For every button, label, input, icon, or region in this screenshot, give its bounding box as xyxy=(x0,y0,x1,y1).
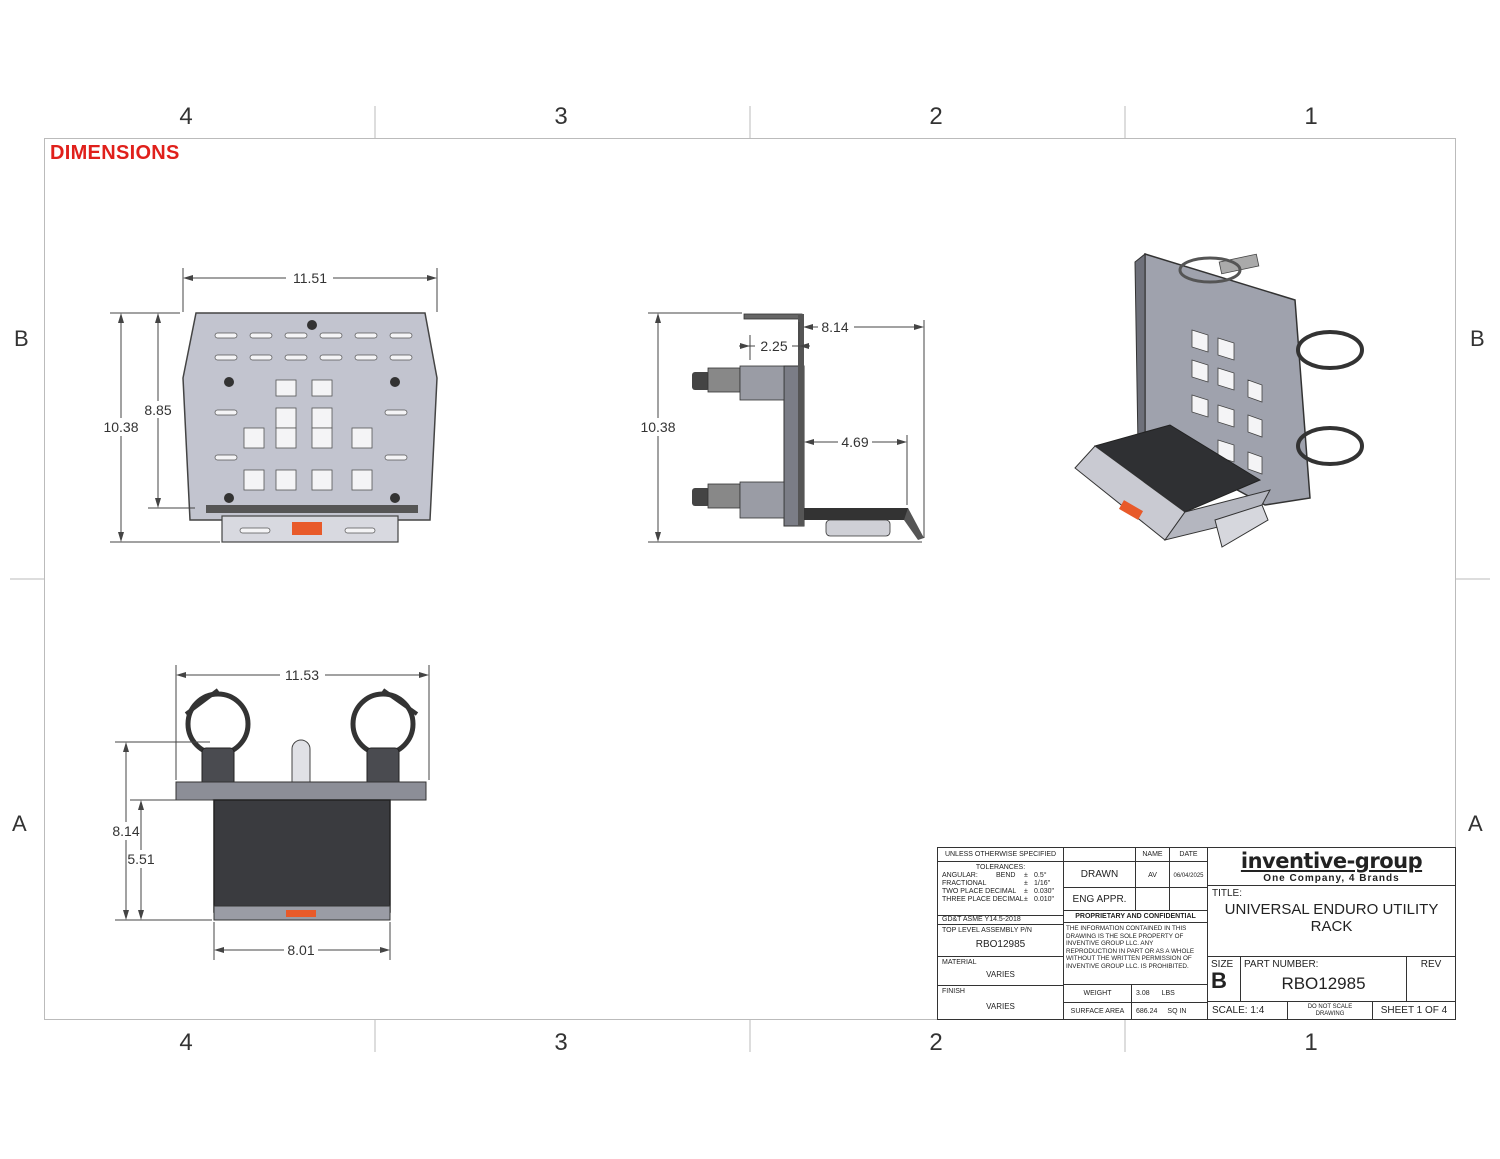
zone-b-right: B xyxy=(1470,326,1485,351)
top-depth-total-dim: 8.14 xyxy=(112,823,139,839)
zone-3-bottom: 3 xyxy=(554,1029,568,1056)
weight-value: 3.08 xyxy=(1136,990,1150,997)
weight-unit: LBS xyxy=(1161,990,1175,997)
surface-box: 686.24 SQ IN xyxy=(1131,1002,1208,1020)
drawn-date: 06/04/2025 xyxy=(1169,861,1208,888)
surface-label: SURFACE AREA xyxy=(1063,1002,1132,1020)
front-width-dim: 11.51 xyxy=(293,270,327,286)
top-width-dim: 11.53 xyxy=(285,667,319,683)
isometric-view xyxy=(1074,252,1364,548)
tolerances-label: TOLERANCES: xyxy=(975,864,1026,871)
front-view xyxy=(182,312,438,543)
part-number-box: PART NUMBER: RBO12985 xyxy=(1240,956,1407,1002)
name-header: NAME xyxy=(1135,847,1170,862)
surface-unit: SQ IN xyxy=(1167,1008,1187,1015)
material-label: MATERIAL xyxy=(942,959,977,966)
side-height-dim: 10.38 xyxy=(640,419,675,435)
material-box: MATERIAL VARIES xyxy=(937,956,1064,986)
zone-4-top: 4 xyxy=(179,103,193,130)
front-height-total-dim: 10.38 xyxy=(103,419,138,435)
side-offset-dim: 2.25 xyxy=(760,338,787,354)
zone-2-top: 2 xyxy=(929,103,943,130)
drawn-label: DRAWN xyxy=(1063,861,1136,888)
material-value: VARIES xyxy=(986,970,1015,979)
drawing-title: UNIVERSAL ENDURO UTILITY RACK xyxy=(1224,901,1439,935)
company-name: inventive-group xyxy=(1240,849,1423,873)
top-depth-inner-dim: 5.51 xyxy=(127,851,154,867)
zone-a-left: A xyxy=(12,811,27,836)
company-tagline: One Company, 4 Brands xyxy=(1263,873,1400,884)
scale: SCALE: 1:4 xyxy=(1207,1001,1288,1020)
eng-appr-label: ENG APPR. xyxy=(1063,887,1136,911)
title-box: TITLE: UNIVERSAL ENDURO UTILITY RACK xyxy=(1207,885,1456,957)
size-label: SIZE xyxy=(1211,959,1234,970)
top-level-value: RBO12985 xyxy=(975,939,1026,950)
date-header: DATE xyxy=(1169,847,1208,862)
finish-value: VARIES xyxy=(986,1002,1015,1011)
rev-label: REV xyxy=(1406,956,1456,1002)
top-shelf-width-dim: 8.01 xyxy=(287,942,314,958)
sheet-number: SHEET 1 OF 4 xyxy=(1372,1001,1456,1020)
side-shelf-dim: 4.69 xyxy=(841,434,868,450)
tolerance-row: FRACTIONAL±1/16" xyxy=(942,880,1051,887)
drawn-name: AV xyxy=(1135,861,1170,888)
title-label: TITLE: xyxy=(1212,888,1243,899)
zone-1-bottom: 1 xyxy=(1304,1029,1318,1056)
side-view xyxy=(692,313,924,540)
part-number-label: PART NUMBER: xyxy=(1244,959,1319,970)
finish-box: FINISH VARIES xyxy=(937,985,1064,1020)
top-level-box: TOP LEVEL ASSEMBLY P/N RBO12985 xyxy=(937,924,1064,957)
tolerance-row: THREE PLACE DECIMAL±0.010" xyxy=(942,896,1055,903)
zone-4-bottom: 4 xyxy=(179,1029,193,1056)
proprietary-text: THE INFORMATION CONTAINED IN THIS DRAWIN… xyxy=(1063,922,1208,985)
tolerance-row: TWO PLACE DECIMAL±0.030" xyxy=(942,888,1055,895)
title-block: UNLESS OTHERWISE SPECIFIED TOLERANCES: A… xyxy=(937,847,1456,1020)
weight-label: WEIGHT xyxy=(1063,984,1132,1003)
tolerances-box: TOLERANCES: ANGULAR:BEND±0.5° FRACTIONAL… xyxy=(937,861,1064,916)
tolerance-row: ANGULAR:BEND±0.5° xyxy=(942,872,1047,879)
top-view xyxy=(175,688,427,921)
top-level-label: TOP LEVEL ASSEMBLY P/N xyxy=(942,927,1032,934)
zone-3-top: 3 xyxy=(554,103,568,130)
unless-specified: UNLESS OTHERWISE SPECIFIED xyxy=(937,847,1064,862)
front-height-inner-dim: 8.85 xyxy=(144,402,171,418)
zone-1-top: 1 xyxy=(1304,103,1318,130)
weight-box: 3.08 LBS xyxy=(1131,984,1208,1003)
side-depth-dim: 8.14 xyxy=(821,319,848,335)
do-not-scale: DO NOT SCALE DRAWING xyxy=(1287,1001,1373,1020)
drawing-frame xyxy=(44,138,1456,1020)
size-value: B xyxy=(1211,968,1227,993)
finish-label: FINISH xyxy=(942,988,965,995)
zone-2-bottom: 2 xyxy=(929,1029,943,1056)
surface-value: 686.24 xyxy=(1136,1008,1158,1015)
section-title: DIMENSIONS xyxy=(50,142,180,164)
size-box: SIZE B xyxy=(1207,956,1241,1002)
part-number-value: RBO12985 xyxy=(1281,974,1366,993)
zone-a-right: A xyxy=(1468,811,1483,836)
company-logo: inventive-group One Company, 4 Brands xyxy=(1207,847,1456,886)
zone-b-left: B xyxy=(14,326,29,351)
